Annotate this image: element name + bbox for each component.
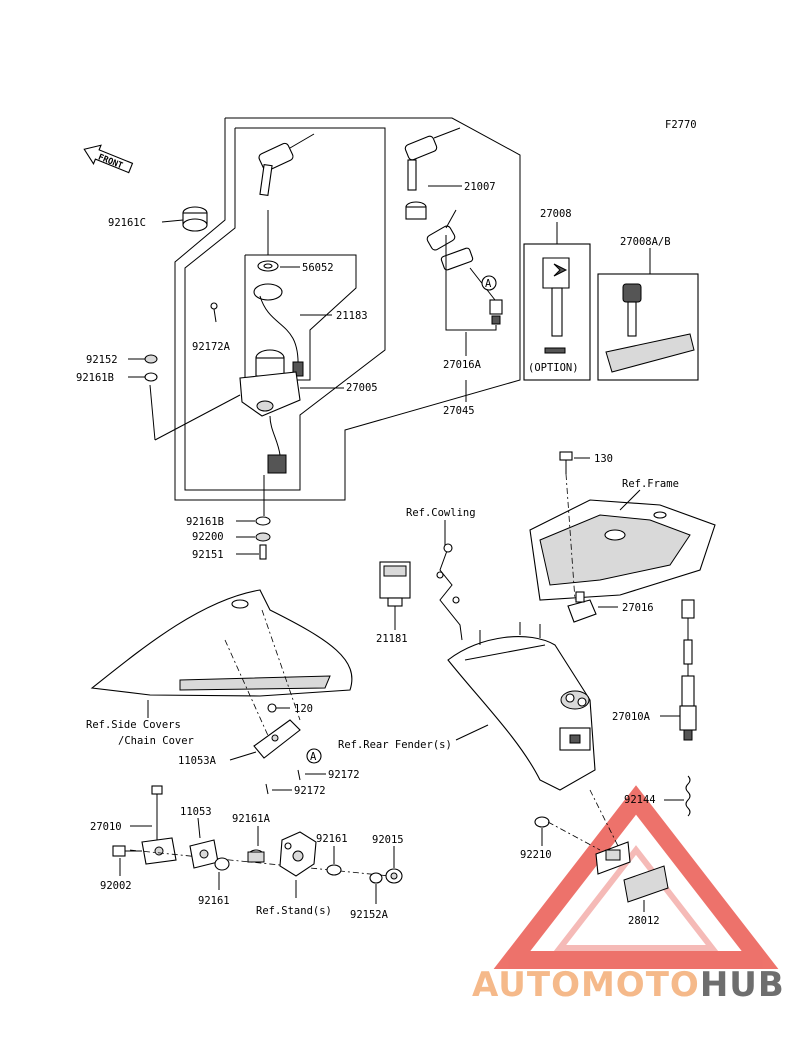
nut-92015 — [385, 868, 403, 884]
label-27008: 27008 — [540, 208, 572, 220]
label-27010: 27010 — [90, 821, 122, 833]
callout-A-top: A — [485, 278, 492, 290]
switch-ring-21183 — [253, 283, 304, 377]
label-92151: 92151 — [192, 549, 224, 561]
label-21007: 21007 — [464, 181, 496, 193]
label-120: 120 — [294, 703, 313, 715]
bracket-11053A — [253, 719, 301, 759]
label-27016A: 27016A — [443, 359, 482, 371]
keys-27016A — [426, 209, 503, 325]
label-21181: 21181 — [376, 633, 408, 645]
watermark-part2: HUB — [699, 965, 785, 1005]
label-92161A: 92161A — [232, 813, 271, 825]
label-92161B-bot: 92161B — [186, 516, 224, 528]
label-27008AB: 27008A/B — [620, 236, 671, 248]
option-label: (OPTION) — [528, 362, 579, 374]
label-ref-frame: Ref.Frame — [622, 478, 679, 490]
screw-stack — [255, 516, 271, 560]
stand-bracket-ref — [279, 831, 317, 877]
label-130: 130 — [594, 453, 613, 465]
label-27010A: 27010A — [612, 711, 651, 723]
label-92015: 92015 — [372, 834, 404, 846]
cowling-bracket — [436, 543, 463, 641]
switch-27010A — [679, 599, 697, 741]
label-27045: 27045 — [443, 405, 475, 417]
frame-ref — [529, 499, 716, 601]
label-92172-b: 92172 — [294, 785, 326, 797]
washers-left — [128, 354, 158, 382]
front-arrow-icon: FRONT — [83, 144, 134, 174]
label-ref-stands: Ref.Stand(s) — [256, 905, 332, 917]
rear-fender-ref — [447, 622, 596, 791]
callout-A-circle-bottom — [306, 748, 322, 764]
label-92172-a: 92172 — [328, 769, 360, 781]
watermark-part1: AUTOMOTO — [472, 965, 700, 1005]
label-11053: 11053 — [180, 806, 212, 818]
label-92152: 92152 — [86, 354, 118, 366]
label-92172A: 92172A — [192, 341, 231, 353]
label-ref-rear-fender: Ref.Rear Fender(s) — [338, 739, 452, 751]
washer-92152A — [369, 872, 383, 884]
label-11053A: 11053A — [178, 755, 217, 767]
label-92152A: 92152A — [350, 909, 389, 921]
assembly-frame-lines — [149, 117, 521, 501]
lock-bracket-27016 — [567, 591, 597, 623]
collar-92161A — [247, 849, 265, 863]
bolt-120 — [267, 703, 290, 713]
washer-92161-right — [326, 864, 342, 876]
label-ref-side-covers-1: Ref.Side Covers — [86, 719, 181, 731]
stand-switch-27010 — [141, 785, 177, 865]
watermark-text: AUTOMOTOHUB — [472, 965, 785, 1005]
screw-92172A — [210, 302, 218, 323]
label-92161C: 92161C — [108, 217, 146, 229]
label-21183: 21183 — [336, 310, 368, 322]
ignition-switch-27005 — [239, 349, 301, 474]
cap-92161C — [161, 206, 208, 232]
label-ref-side-covers-2: /Chain Cover — [118, 735, 194, 747]
ignition-keys — [258, 133, 315, 197]
screws-92172 — [265, 769, 301, 795]
option-key-27008 — [523, 243, 591, 381]
relay-21181 — [379, 561, 411, 607]
callout-A-circle-top — [481, 275, 497, 291]
label-28012: 28012 — [628, 915, 660, 927]
label-92200: 92200 — [192, 531, 224, 543]
keys-21007 — [404, 127, 461, 220]
bolt-130 — [559, 451, 573, 474]
nut-92210 — [534, 816, 550, 828]
label-56052: 56052 — [302, 262, 334, 274]
label-92161-b: 92161 — [198, 895, 230, 907]
label-27016: 27016 — [622, 602, 654, 614]
spring-92144 — [685, 775, 691, 817]
reflector-28012 — [595, 841, 669, 903]
label-92161-a: 92161 — [316, 833, 348, 845]
callout-A-bottom: A — [310, 751, 317, 763]
watermark-triangle — [493, 785, 779, 969]
label-92002: 92002 — [100, 880, 132, 892]
bolt-92002 — [112, 845, 142, 857]
label-92144: 92144 — [624, 794, 656, 806]
figure-code: F2770 — [665, 119, 697, 131]
cam-11053 — [189, 839, 219, 869]
label-92210: 92210 — [520, 849, 552, 861]
washer-92161-left — [214, 857, 230, 871]
label-27005: 27005 — [346, 382, 378, 394]
label-ref-cowling: Ref.Cowling — [406, 507, 476, 519]
label-92161B-top: 92161B — [76, 372, 114, 384]
side-cover-ref — [90, 589, 353, 697]
key-27008AB — [597, 273, 699, 381]
washer-56052 — [257, 260, 279, 272]
